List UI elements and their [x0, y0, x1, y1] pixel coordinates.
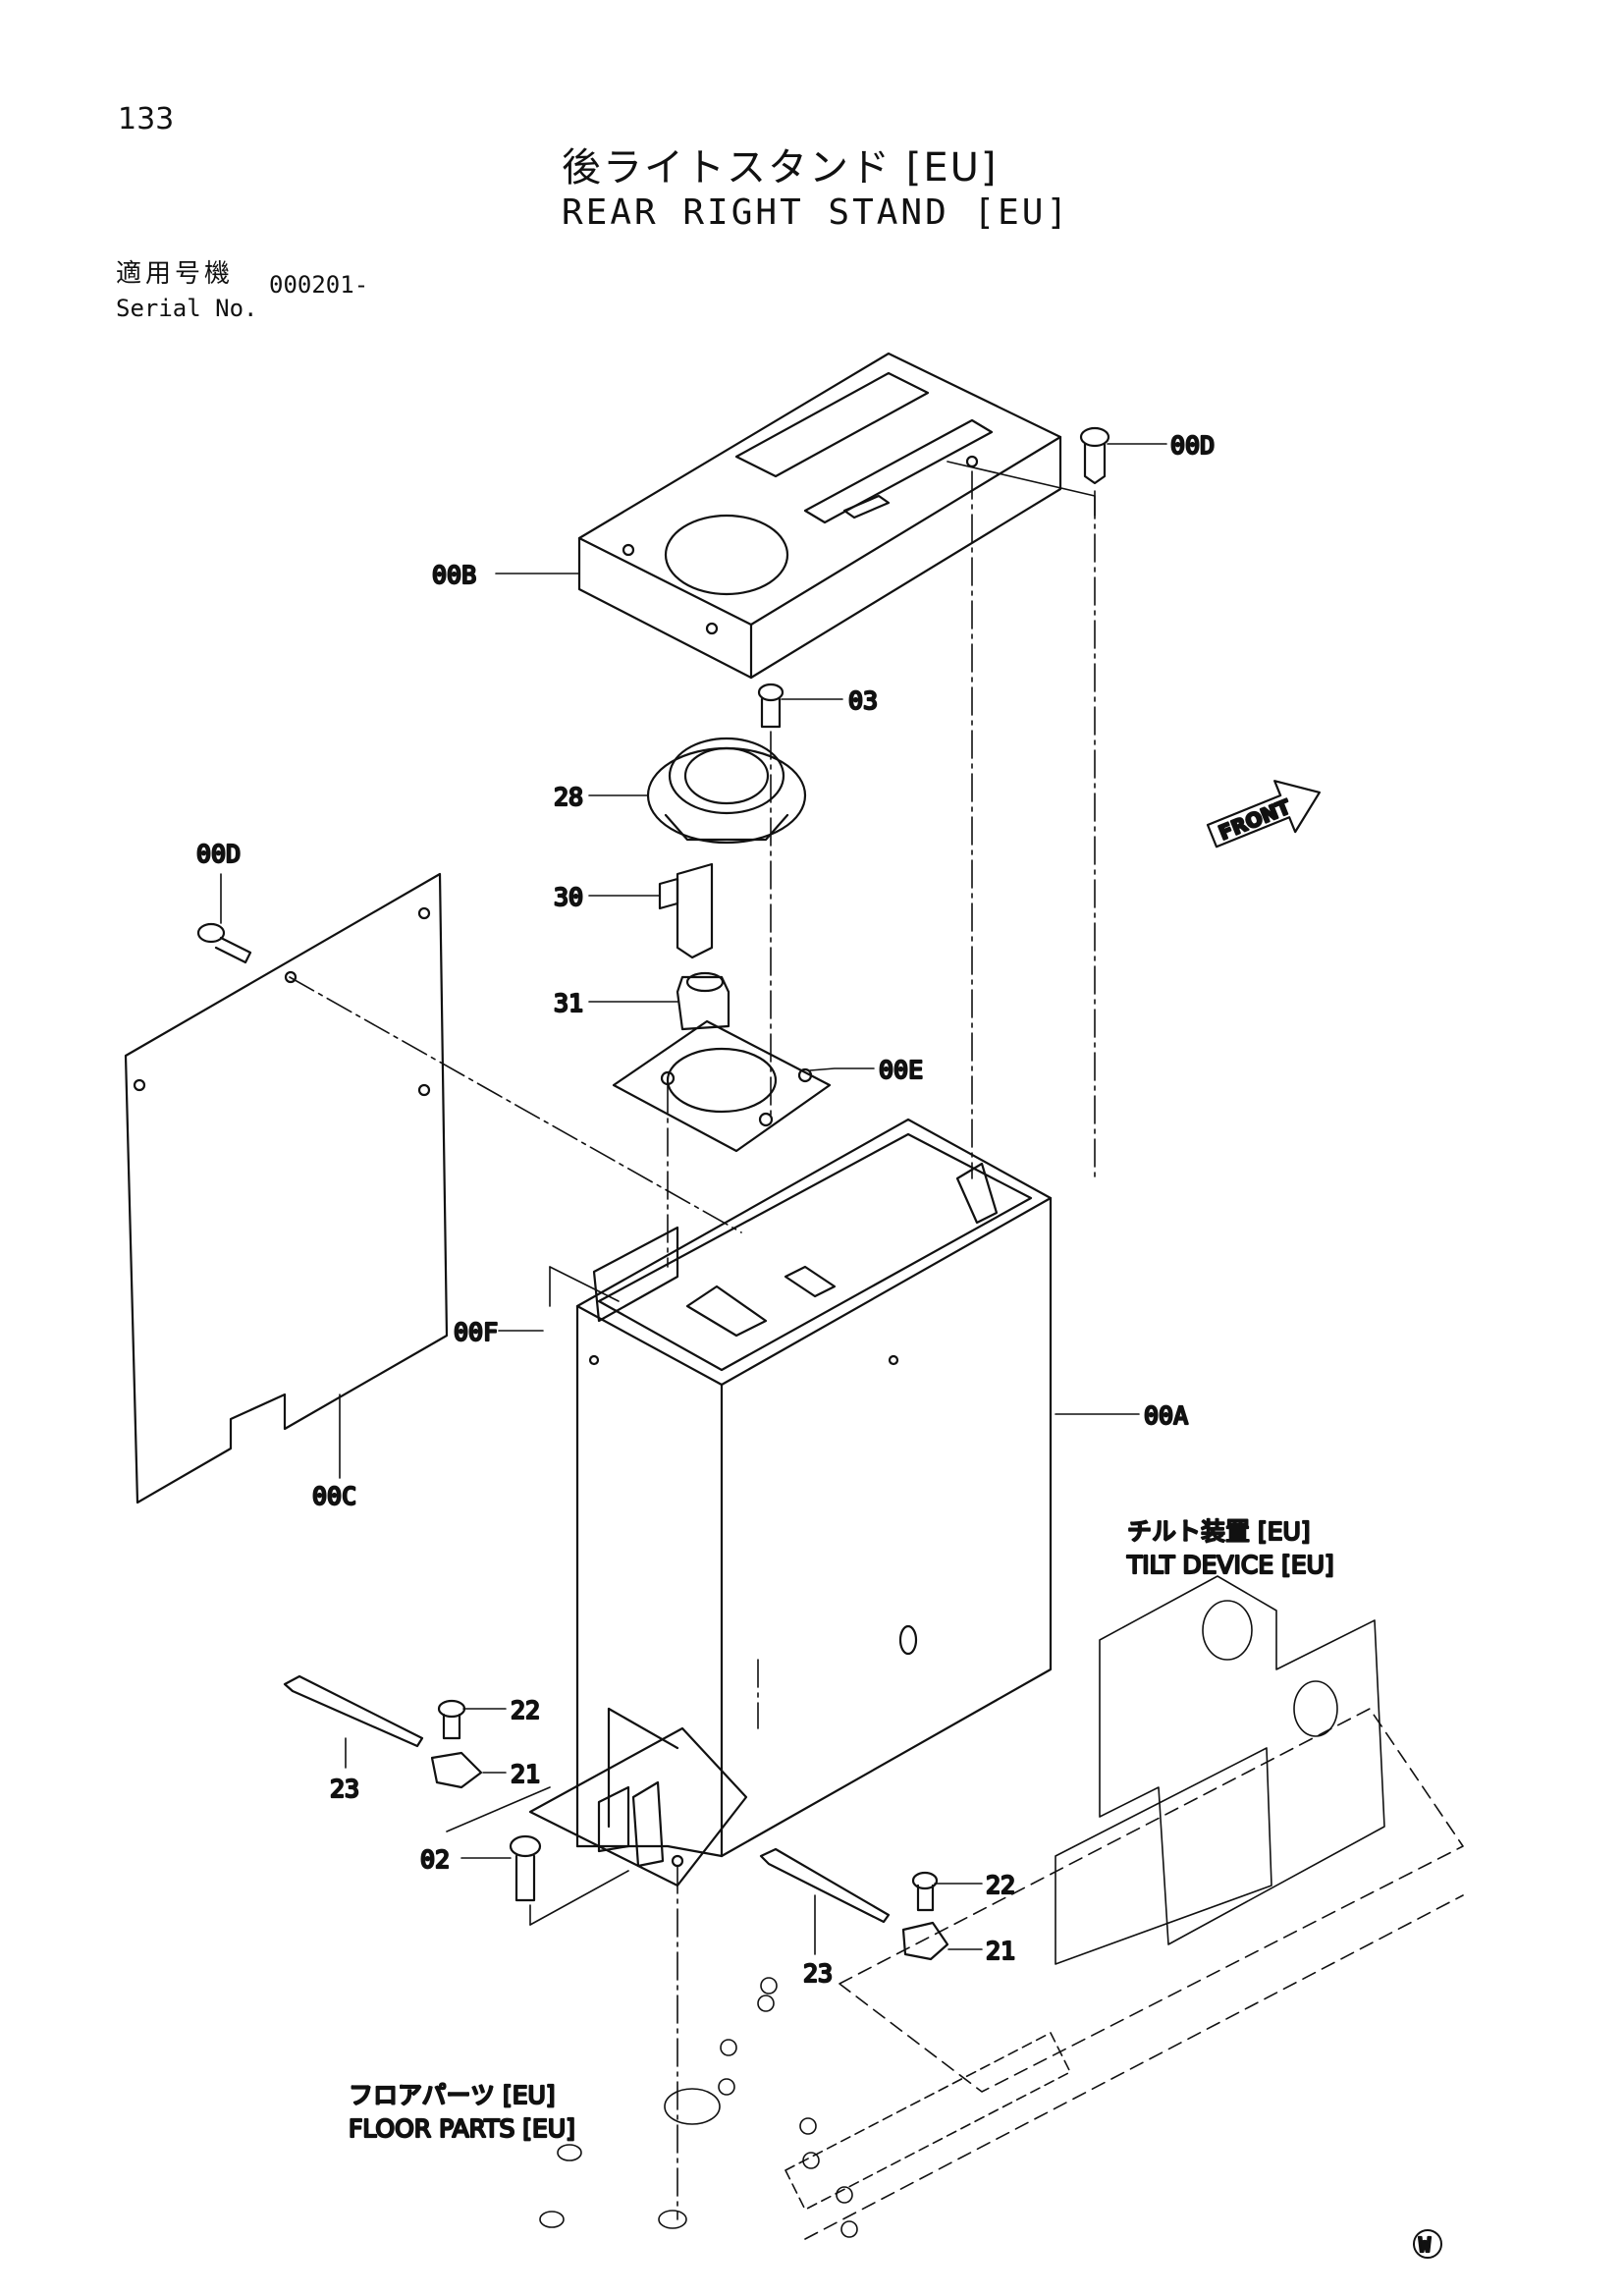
callout-00e: 00E: [879, 1056, 923, 1084]
bracket-lines: [446, 461, 1096, 1926]
nut-31: [676, 971, 730, 1031]
front-arrow-icon: FRONT: [1206, 780, 1322, 848]
alignment-lines: [289, 470, 1096, 2220]
callout-23-left: 23: [330, 1775, 359, 1803]
callout-23-right: 23: [803, 1959, 833, 1988]
bracket-plate-00e: [612, 1019, 832, 1153]
page-title-japanese: 後ライトスタンド [EU]: [562, 145, 999, 191]
cable-tie-23-left: [283, 1674, 424, 1748]
gauge-28: [646, 737, 807, 845]
screw-22-left: [437, 1699, 466, 1740]
cable-tie-23-right: [759, 1847, 891, 1924]
bolt-00d-top: [1079, 426, 1110, 485]
callout-22-right: 22: [986, 1871, 1015, 1899]
page-title-english: REAR RIGHT STAND [EU]: [562, 192, 1071, 233]
bolt-02: [509, 1834, 542, 1902]
tilt-device-label-japanese: チルト装置 [EU]: [1127, 1517, 1311, 1546]
base-plate: [528, 1707, 748, 1887]
bolt-03: [757, 683, 784, 729]
callout-00f: 00F: [454, 1318, 498, 1346]
page-number: 133: [118, 102, 175, 137]
front-arrow-label: FRONT: [1216, 794, 1294, 845]
side-cover-00c: [124, 872, 449, 1504]
callout-28: 28: [554, 783, 583, 811]
callout-30: 30: [554, 883, 583, 911]
callout-31: 31: [554, 989, 583, 1017]
callout-00d-left: 00D: [196, 840, 241, 868]
floor-holes: [539, 1977, 858, 2238]
serial-label-english: Serial No.: [116, 295, 258, 322]
callout-00c: 00C: [312, 1482, 356, 1510]
clamp-21-right: [901, 1921, 949, 1961]
clamp-21-left: [430, 1751, 483, 1789]
corner-w-mark: W: [1413, 2229, 1442, 2259]
callout-02: 02: [420, 1845, 450, 1874]
floor-parts-label-japanese: フロアパーツ [EU]: [349, 2081, 556, 2109]
serial-number-value: 000201-: [269, 271, 369, 299]
bolt-00d-left: [196, 922, 252, 964]
corner-mark-letter: W: [1419, 2233, 1432, 2257]
callout-03: 03: [848, 686, 878, 715]
leader-lines: [220, 443, 1167, 1955]
stand-box-00a: [575, 1118, 1053, 1858]
callout-00b: 00B: [432, 561, 476, 589]
callout-00a: 00A: [1144, 1401, 1188, 1430]
callout-21-right: 21: [986, 1937, 1015, 1965]
callout-22-left: 22: [511, 1696, 540, 1724]
serial-label-japanese: 適用号機: [116, 259, 235, 289]
top-cover-plate: [577, 352, 1062, 680]
tilt-device-reference: [784, 1575, 1464, 2240]
callout-21-left: 21: [511, 1760, 540, 1788]
tilt-device-label-english: TILT DEVICE [EU]: [1126, 1551, 1334, 1579]
callout-00d-top: 00D: [1170, 431, 1215, 460]
floor-parts-label-english: FLOOR PARTS [EU]: [349, 2114, 575, 2143]
screw-22-right: [911, 1871, 939, 1912]
fitting-30: [658, 862, 714, 959]
